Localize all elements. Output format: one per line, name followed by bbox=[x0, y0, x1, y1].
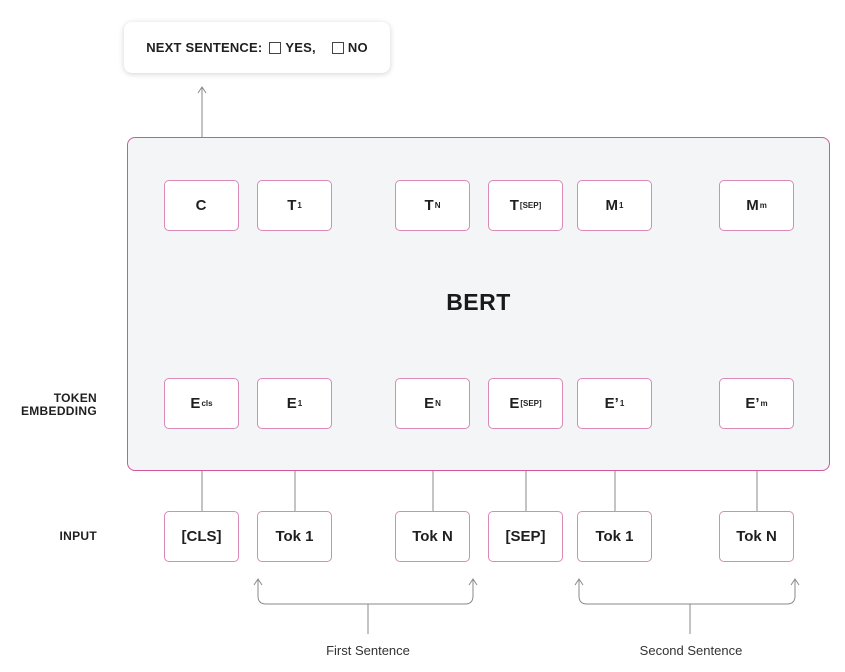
bert-model-frame bbox=[127, 137, 830, 471]
second-sentence-caption: Second Sentence bbox=[639, 643, 743, 658]
input-token-tokn-second: Tok N bbox=[719, 511, 794, 562]
output-token-tsep: T[SEP] bbox=[488, 180, 563, 231]
yes-label: YES, bbox=[285, 40, 316, 55]
embedding-e-prime-m: E’m bbox=[719, 378, 794, 429]
input-token-cls: [CLS] bbox=[164, 511, 239, 562]
token-embedding-label-line2: EMBEDDING bbox=[20, 404, 97, 418]
no-checkbox[interactable] bbox=[331, 41, 344, 54]
input-token-tok1-second: Tok 1 bbox=[577, 511, 652, 562]
next-sentence-card: NEXT SENTENCE: YES, NO bbox=[124, 22, 390, 73]
input-token-tok1-first: Tok 1 bbox=[257, 511, 332, 562]
yes-checkbox[interactable] bbox=[269, 41, 282, 54]
token-embedding-label: TOKEN EMBEDDING bbox=[10, 392, 97, 418]
first-sentence-caption: First Sentence bbox=[326, 643, 410, 658]
input-label: INPUT bbox=[59, 529, 97, 543]
embedding-sep: E[SEP] bbox=[488, 378, 563, 429]
embedding-e-prime-1: E’1 bbox=[577, 378, 652, 429]
output-token-c: C bbox=[164, 180, 239, 231]
next-sentence-label: NEXT SENTENCE: bbox=[146, 40, 263, 55]
no-label: NO bbox=[347, 40, 368, 55]
second-sentence-brace bbox=[578, 580, 796, 605]
input-token-tokn-first: Tok N bbox=[395, 511, 470, 562]
input-token-sep: [SEP] bbox=[488, 511, 563, 562]
arrowhead bbox=[197, 86, 207, 94]
bert-title: BERT bbox=[446, 289, 511, 315]
first-sentence-brace bbox=[257, 580, 474, 605]
token-embedding-label-line1: TOKEN bbox=[53, 391, 97, 405]
